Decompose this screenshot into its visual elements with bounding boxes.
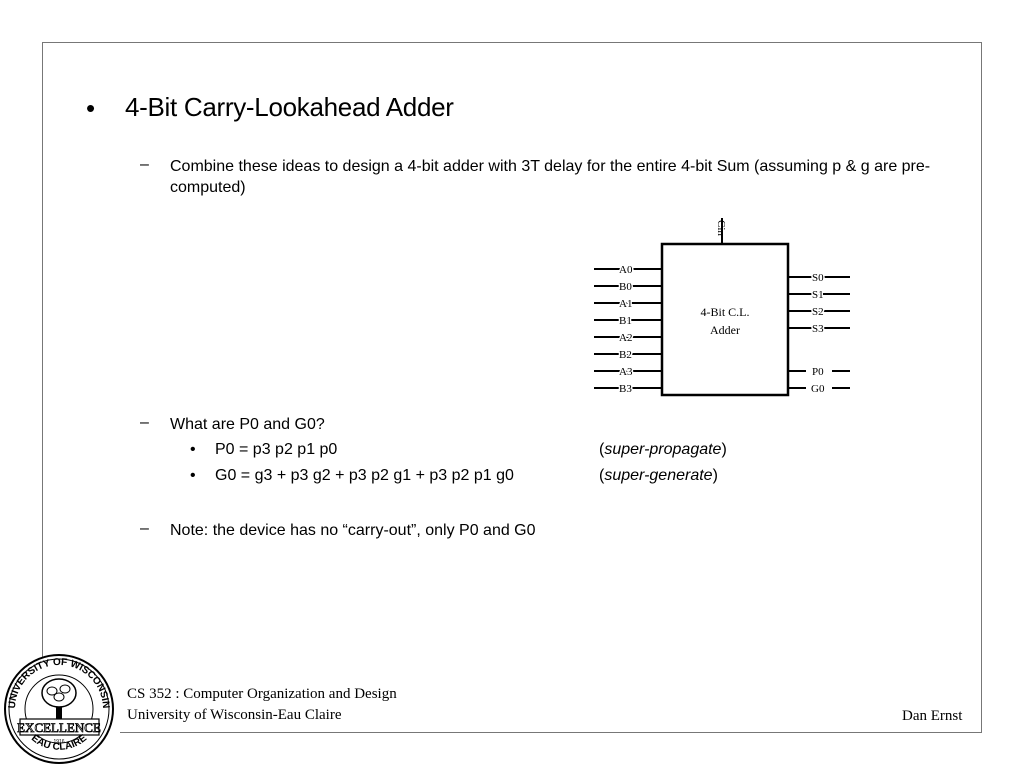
seal-year: 1916 (53, 739, 64, 745)
formula-p0: P0 = p3 p2 p1 p0 (215, 441, 338, 458)
title-bullet: • (86, 93, 96, 123)
pin-b3: B3 (619, 383, 632, 395)
pin-a2: A2 (619, 332, 632, 344)
slide-frame-right (981, 42, 982, 733)
pin-s2: S2 (812, 306, 824, 318)
pin-s3: S3 (812, 323, 824, 335)
input-pins: A0 B0 A1 B1 A2 B2 A3 B3 (594, 263, 662, 397)
dash-bullet: – (140, 156, 149, 173)
block-label-line2: Adder (710, 323, 740, 337)
dash-bullet: – (140, 414, 149, 431)
pin-b0: B0 (619, 281, 632, 293)
slide-frame-left (42, 42, 43, 664)
block-label-line1: 4-Bit C.L. (700, 305, 749, 319)
pin-b2: B2 (619, 349, 632, 361)
dash-bullet: – (140, 520, 149, 537)
formula-g0: G0 = g3 + p3 g2 + p3 p2 g1 + p3 p2 p1 g0 (215, 467, 514, 484)
pin-a1: A1 (619, 298, 632, 310)
seal-center-text: EXCELLENCE (17, 720, 101, 735)
note-line: Note: the device has no “carry-out”, onl… (170, 522, 536, 539)
cin-label: Cin (715, 220, 727, 236)
pin-s0: S0 (812, 272, 824, 284)
note-super-generate: (super-generate) (599, 467, 718, 484)
sum-output-pins: S0 S1 S2 S3 (788, 271, 850, 337)
slide-frame-bottom (120, 732, 982, 733)
footer-author: Dan Ernst (902, 708, 963, 724)
pin-b1: B1 (619, 315, 632, 327)
carry-lookahead-adder-diagram: Cin 4-Bit C.L. Adder A0 B0 A1 B1 A2 B2 A… (594, 218, 850, 397)
pg-output-pins: P0 G0 (788, 366, 850, 395)
university-seal-logo: EXCELLENCE 1916 UNIVERSITY OF WISCONSIN … (4, 654, 114, 764)
pin-g0: G0 (811, 383, 825, 395)
pin-p0: P0 (812, 366, 824, 378)
slide-title: 4-Bit Carry-Lookahead Adder (125, 92, 454, 122)
slide-frame-top (42, 42, 982, 43)
footer-course: CS 352 : Computer Organization and Desig… (127, 686, 397, 702)
note-super-propagate: (super-propagate) (599, 441, 727, 458)
sub-bullet: • (190, 441, 196, 458)
footer-school: University of Wisconsin-Eau Claire (127, 707, 342, 723)
pin-s1: S1 (812, 289, 824, 301)
paragraph-combine-ideas: Combine these ideas to design a 4-bit ad… (170, 158, 931, 196)
adder-block (660, 242, 790, 397)
pin-a0: A0 (619, 264, 633, 276)
pin-a3: A3 (619, 366, 633, 378)
sub-bullet: • (190, 467, 196, 484)
question-text: What are P0 and G0? (170, 416, 325, 433)
